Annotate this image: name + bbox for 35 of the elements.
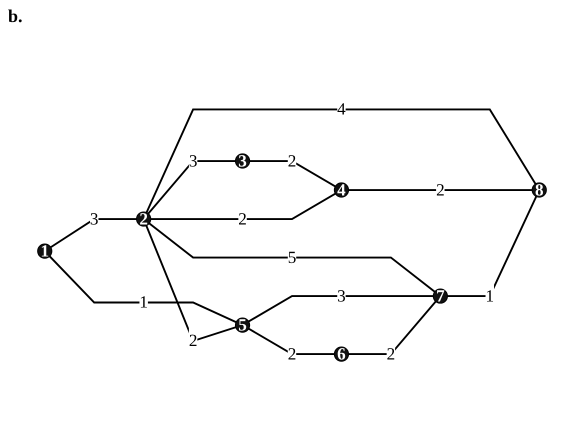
connector	[348, 301, 436, 356]
node-circle: 6	[334, 346, 350, 362]
connector	[145, 226, 236, 342]
node-circle: 8	[532, 182, 547, 198]
node-circle: 4	[334, 182, 350, 198]
node-circle: 1	[37, 244, 52, 259]
connector	[447, 196, 538, 298]
connector	[49, 256, 236, 324]
node-circle: 2	[136, 212, 152, 227]
edge-label: 4	[337, 100, 346, 119]
connector	[250, 160, 336, 188]
connector	[50, 218, 137, 248]
connector	[148, 222, 436, 293]
node-circle: 3	[234, 154, 250, 169]
edge-label: 2	[238, 209, 247, 228]
connector	[348, 189, 532, 192]
connector	[150, 193, 336, 220]
connector	[248, 328, 334, 356]
node-circle: 7	[432, 288, 448, 304]
edge-label: 2	[288, 344, 296, 364]
edge-label: 5	[288, 248, 296, 267]
connector	[146, 108, 536, 214]
edge-label: 3	[337, 286, 346, 306]
panel-label: b.	[8, 6, 23, 27]
connector	[148, 160, 236, 214]
node-circle: 5	[234, 318, 250, 333]
edge-label: 1	[486, 286, 494, 306]
edge-label: 2	[386, 344, 396, 364]
edge-label: 2	[288, 151, 296, 170]
edge-label: 3	[188, 151, 198, 170]
edge-label: 1	[139, 292, 148, 312]
edge-label: 2	[436, 180, 445, 200]
connector	[248, 295, 434, 323]
edge-label: 2	[188, 331, 198, 350]
edge-label: 3	[90, 209, 98, 228]
